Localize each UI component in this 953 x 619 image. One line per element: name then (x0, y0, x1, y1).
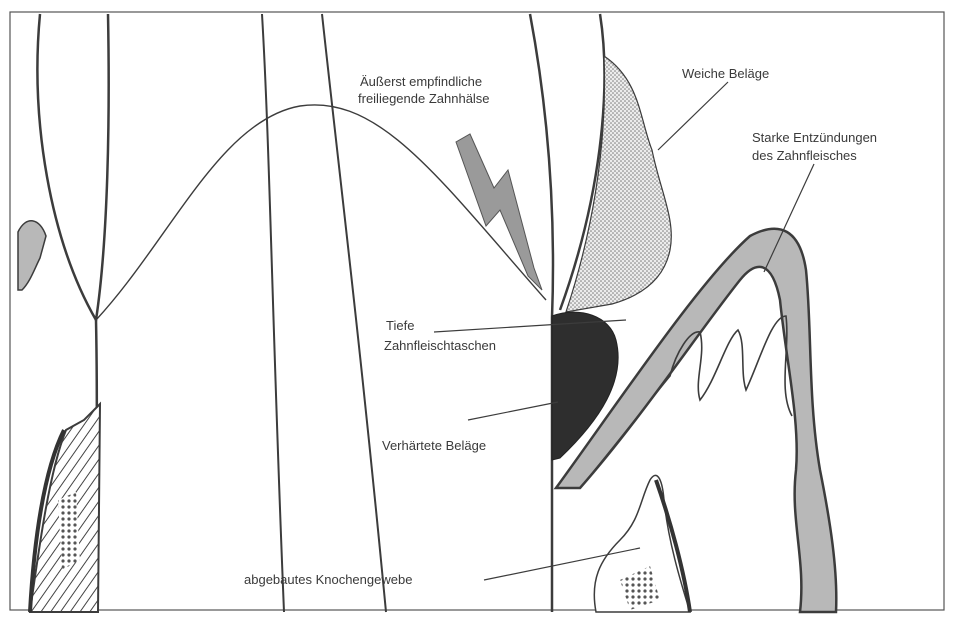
label-sensitive-necks-2: freiliegende Zahnhälse (358, 91, 490, 106)
label-deep-pockets-1: Tiefe (386, 318, 414, 333)
left-tooth-crown (37, 14, 108, 320)
label-soft-plaque: Weiche Beläge (682, 66, 769, 81)
left-gum (18, 221, 46, 290)
label-hardened-plaque: Verhärtete Beläge (382, 438, 486, 453)
leader-hardened-plaque (468, 402, 558, 420)
gum-line (96, 105, 546, 320)
leader-soft-plaque (658, 82, 728, 150)
label-sensitive-necks-1: Äußerst empfindliche (360, 74, 482, 89)
soft-plaque (566, 56, 671, 312)
label-inflammation-1: Starke Entzündungen (752, 130, 877, 145)
label-inflammation-2: des Zahnfleisches (752, 148, 857, 163)
label-bone-loss: abgebautes Knochengewebe (244, 572, 412, 587)
label-deep-pockets-2: Zahnfleischtaschen (384, 338, 496, 353)
tooth-inner-line-1 (262, 14, 284, 612)
